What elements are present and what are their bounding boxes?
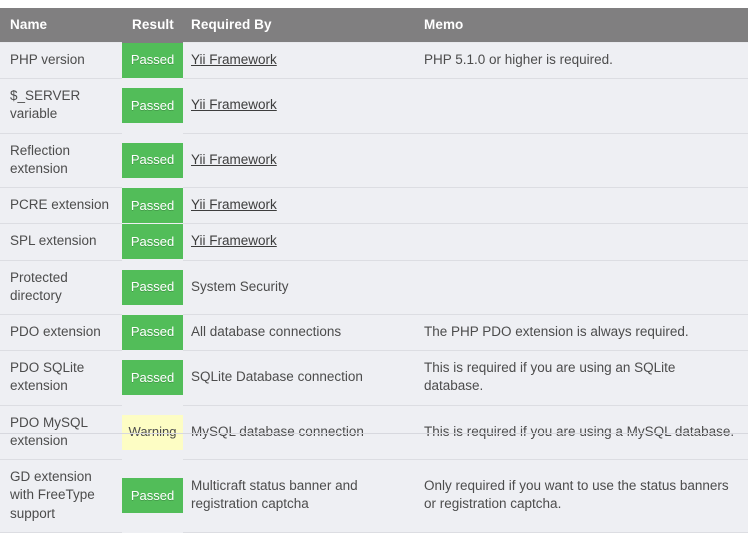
status-badge: Passed xyxy=(122,43,183,79)
required-by-text: System Security xyxy=(191,278,289,294)
required-by-link[interactable]: Yii Framework xyxy=(191,151,277,167)
cell-required-by: SQLite Database connection xyxy=(183,350,412,406)
required-by-text: SQLite Database connection xyxy=(191,369,363,385)
cell-memo: PHP 5.1.0 or higher is required. xyxy=(412,41,748,80)
cell-required-by[interactable]: Yii Framework xyxy=(183,41,412,80)
cell-required-by[interactable]: Yii Framework xyxy=(183,187,412,225)
cell-required-by: System Security xyxy=(183,259,412,315)
status-badge: Passed xyxy=(122,478,183,514)
table-header: Name Result Required By Memo xyxy=(0,8,748,43)
cell-required-by: All database connections xyxy=(183,313,412,352)
cell-result: Passed xyxy=(122,133,183,188)
required-by-link[interactable]: Yii Framework xyxy=(191,52,277,67)
status-badge: Passed xyxy=(122,142,183,178)
table-header-row: Name Result Required By Memo xyxy=(0,8,748,43)
table-bottom-divider xyxy=(0,433,748,434)
status-badge: Passed xyxy=(122,224,183,260)
cell-result: Passed xyxy=(122,42,183,79)
cell-requirement-name: PDO extension xyxy=(0,313,122,352)
status-badge: Passed xyxy=(122,188,183,224)
cell-requirement-name: $_SERVER variable xyxy=(0,78,122,134)
column-header-memo: Memo xyxy=(412,8,748,43)
cell-result: Passed xyxy=(122,350,183,406)
cell-required-by[interactable]: Yii Framework xyxy=(183,132,412,189)
status-badge: Passed xyxy=(122,88,183,124)
cell-requirement-name: PDO SQLite extension xyxy=(0,350,122,406)
cell-result: Passed xyxy=(122,459,183,533)
requirements-table: Name Result Required By Memo PHP version… xyxy=(0,8,748,533)
column-header-result: Result xyxy=(122,8,183,43)
status-badge: Passed xyxy=(122,360,183,396)
status-badge: Warning xyxy=(122,414,183,450)
cell-required-by: Multicraft status banner and registratio… xyxy=(183,459,412,533)
cell-result: Passed xyxy=(122,260,183,315)
cell-requirement-name: SPL extension xyxy=(0,223,122,261)
requirement-check-page: Name Result Required By Memo PHP version… xyxy=(0,8,748,533)
cell-requirement-name: Protected directory xyxy=(0,259,122,315)
cell-memo xyxy=(412,187,748,225)
cell-memo xyxy=(412,259,748,315)
required-by-text: MySQL database connection xyxy=(191,423,364,439)
cell-result: Passed xyxy=(122,78,183,134)
cell-requirement-name: Reflection extension xyxy=(0,132,122,189)
cell-required-by[interactable]: Yii Framework xyxy=(183,223,412,261)
required-by-link[interactable]: Yii Framework xyxy=(191,197,277,213)
cell-result: Passed xyxy=(122,187,183,224)
cell-memo: Only required if you want to use the sta… xyxy=(412,459,748,533)
cell-memo xyxy=(412,132,748,189)
cell-memo xyxy=(412,78,748,134)
cell-required-by[interactable]: Yii Framework xyxy=(183,78,412,134)
required-by-text: All database connections xyxy=(191,323,342,339)
required-by-link[interactable]: Yii Framework xyxy=(191,97,277,113)
cell-result: Passed xyxy=(122,223,183,261)
cell-requirement-name: PHP version xyxy=(0,41,122,80)
column-header-name: Name xyxy=(0,8,122,43)
status-badge: Passed xyxy=(122,315,183,351)
cell-memo: This is required if you are using an SQL… xyxy=(412,350,748,406)
required-by-link[interactable]: Yii Framework xyxy=(191,233,277,249)
column-header-required-by: Required By xyxy=(183,8,412,43)
cell-memo xyxy=(412,223,748,261)
cell-requirement-name: PCRE extension xyxy=(0,187,122,225)
required-by-text: Multicraft status banner and registratio… xyxy=(191,478,358,512)
cell-memo: The PHP PDO extension is always required… xyxy=(412,313,748,352)
cell-result: Passed xyxy=(122,314,183,351)
status-badge: Passed xyxy=(122,269,183,305)
cell-requirement-name: GD extension with FreeType support xyxy=(0,459,122,533)
